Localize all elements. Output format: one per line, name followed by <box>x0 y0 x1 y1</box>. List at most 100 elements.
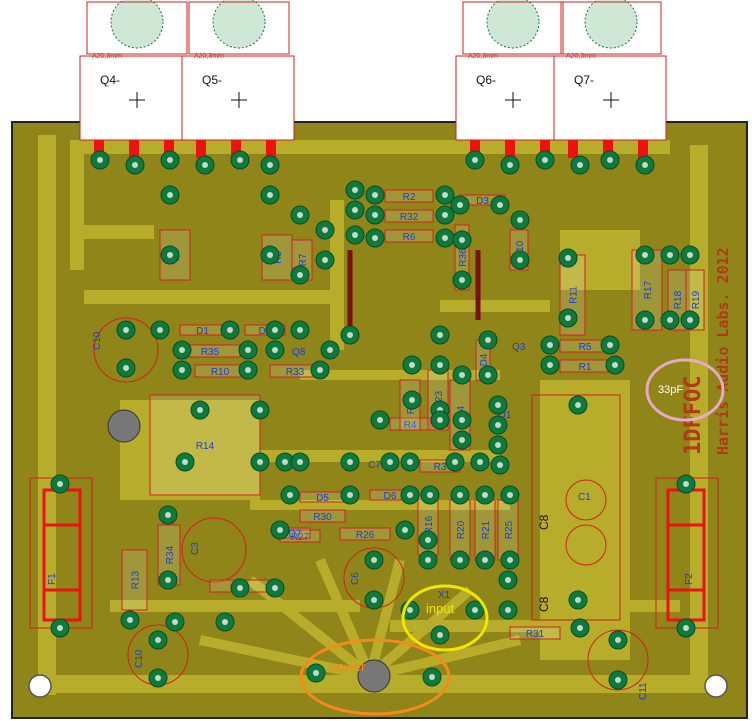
input-label: input <box>426 601 455 616</box>
pad-hole <box>457 557 463 563</box>
part-label: R6 <box>403 232 416 243</box>
pad-hole <box>459 417 465 423</box>
pad-hole <box>127 617 133 623</box>
transistor-q6: Q6-A20,3mm <box>455 0 569 158</box>
part-label: D5 <box>316 493 329 504</box>
pad-hole <box>267 162 273 168</box>
pad-hole <box>257 459 263 465</box>
part-label: R36 <box>458 248 469 267</box>
pad-hole <box>227 327 233 333</box>
pad-hole <box>267 192 273 198</box>
pad-hole <box>615 677 621 683</box>
pad-hole <box>167 192 173 198</box>
pad-hole <box>347 332 353 338</box>
pad-hole <box>407 492 413 498</box>
pad-hole <box>202 162 208 168</box>
pad-hole <box>687 252 693 258</box>
pad-hole <box>287 492 293 498</box>
part-label: D1 <box>196 326 209 337</box>
pad-hole <box>172 619 178 625</box>
pad-hole <box>407 607 413 613</box>
part-d5: D5 <box>299 491 346 504</box>
pad-hole <box>371 597 377 603</box>
part-label: R1 <box>579 362 592 373</box>
pad-hole <box>497 462 503 468</box>
cap-33pf-label: 33pF <box>658 384 683 396</box>
pad-hole <box>607 342 613 348</box>
part-label: R26 <box>356 530 375 541</box>
pad-hole <box>282 459 288 465</box>
transistor-pin <box>603 140 613 158</box>
pad-hole <box>165 512 171 518</box>
pad-hole <box>352 232 358 238</box>
part-r26: R26 <box>339 527 391 541</box>
pad-hole <box>485 337 491 343</box>
pad-hole <box>517 257 523 263</box>
label-c1: C1 <box>578 492 591 503</box>
transistor-pin <box>266 140 276 158</box>
label-c3: C3 <box>190 542 201 555</box>
pad-hole <box>182 459 188 465</box>
pad-hole <box>517 217 523 223</box>
label-c9: C10 <box>92 331 103 350</box>
pad-hole <box>575 597 581 603</box>
pad-hole <box>497 202 503 208</box>
pad-hole <box>437 332 443 338</box>
part-label: R21 <box>481 520 492 539</box>
pad-hole <box>372 212 378 218</box>
part-label: R33 <box>286 367 305 378</box>
mount-hole-left <box>28 674 52 698</box>
part-label: R3 <box>434 462 447 473</box>
pad-hole <box>495 402 501 408</box>
pad-hole <box>437 417 443 423</box>
pad-hole <box>507 492 513 498</box>
part-label: R7 <box>298 253 309 266</box>
pad-hole <box>507 557 513 563</box>
transistor-label: Q6- <box>476 73 496 87</box>
pad-hole <box>425 557 431 563</box>
pad-hole <box>683 481 689 487</box>
pad-hole <box>272 585 278 591</box>
pad-hole <box>197 407 203 413</box>
part-label: D10 <box>515 240 526 259</box>
mounting-holes <box>28 674 728 698</box>
power-terminal-pad <box>357 659 391 693</box>
label-c10: C10 <box>134 649 145 668</box>
transistor-pin <box>164 140 174 158</box>
solder-pads <box>50 150 700 693</box>
pad-hole <box>132 162 138 168</box>
pad-hole <box>459 437 465 443</box>
pad-hole <box>297 272 303 278</box>
part-label: R11 <box>569 286 580 304</box>
pad-hole <box>377 417 383 423</box>
part-label: R20 <box>456 520 467 539</box>
pad-hole <box>352 187 358 193</box>
part-label: R13 <box>131 570 142 589</box>
pad-hole <box>577 162 583 168</box>
pad-hole <box>547 362 553 368</box>
pad-hole <box>495 422 501 428</box>
transistor-q5: Q5-A20,3mm <box>181 0 295 158</box>
pad-hole <box>257 407 263 413</box>
pad-hole <box>615 637 621 643</box>
pad-hole <box>409 362 415 368</box>
label-q3: Q3 <box>512 342 526 353</box>
part-label: R10 <box>211 367 230 378</box>
pad-hole <box>57 481 63 487</box>
label-c6: C6 <box>350 572 361 585</box>
pad-hole <box>477 459 483 465</box>
transistor-pin <box>568 140 578 158</box>
pad-hole <box>167 252 173 258</box>
pad-hole <box>245 367 251 373</box>
pad-hole <box>565 315 571 321</box>
part-label: R16 <box>424 515 435 534</box>
transistor-pin <box>540 140 550 158</box>
part-r10: R10 <box>194 364 246 378</box>
transistor-label: Q7- <box>574 73 594 87</box>
part-label: R31 <box>526 629 545 640</box>
part-label: D3 <box>476 196 489 207</box>
pad-hole <box>642 317 648 323</box>
part-r1: R1 <box>559 359 611 373</box>
pad-hole <box>452 459 458 465</box>
